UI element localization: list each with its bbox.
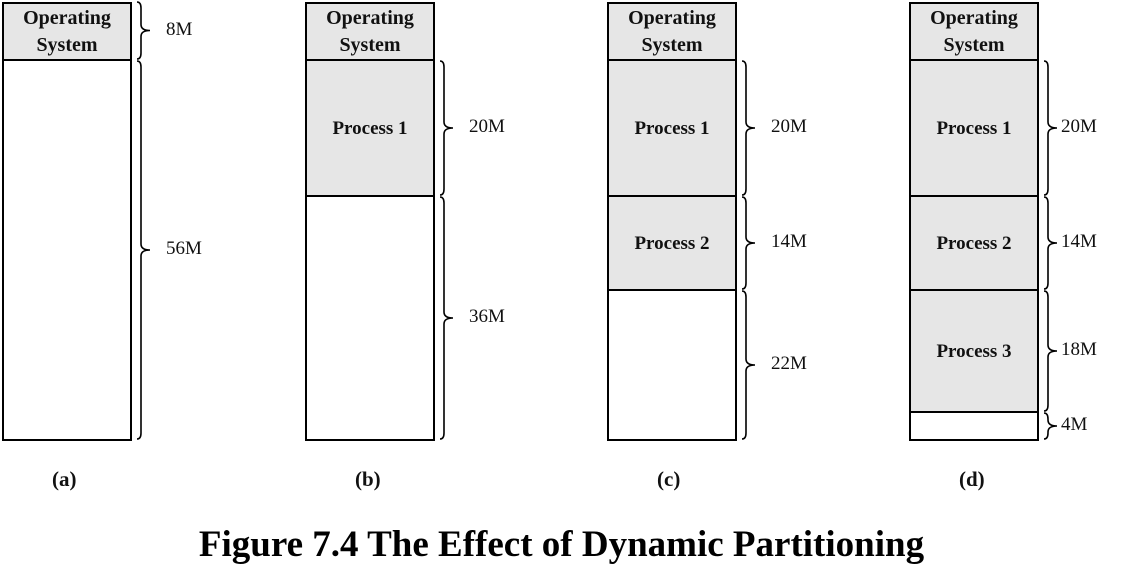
size-label: 14M bbox=[1061, 231, 1097, 252]
size-brace bbox=[1043, 290, 1058, 412]
size-label: 20M bbox=[771, 116, 807, 137]
panel-label: (c) bbox=[657, 467, 681, 491]
figure-title: Figure 7.4 The Effect of Dynamic Partiti… bbox=[198, 524, 925, 565]
size-brace bbox=[1043, 60, 1058, 196]
free-memory-segment bbox=[607, 289, 737, 441]
size-label: 4M bbox=[1061, 414, 1088, 435]
size-label: 14M bbox=[771, 231, 807, 252]
size-brace bbox=[741, 290, 756, 440]
size-label: 18M bbox=[1061, 339, 1097, 360]
process-segment: Process 2 bbox=[607, 195, 737, 291]
panel-label: (b) bbox=[355, 467, 381, 491]
process-segment: Process 1 bbox=[607, 59, 737, 197]
free-memory-segment bbox=[305, 195, 435, 441]
free-memory-segment bbox=[2, 59, 132, 441]
size-label: 20M bbox=[1061, 116, 1097, 137]
size-brace bbox=[741, 60, 756, 196]
size-label: 36M bbox=[469, 306, 505, 327]
panel-label: (d) bbox=[959, 467, 985, 491]
free-memory-segment bbox=[909, 411, 1039, 441]
size-label: 8M bbox=[166, 18, 193, 40]
process-segment: Process 1 bbox=[909, 59, 1039, 197]
size-brace bbox=[439, 60, 454, 196]
process-segment: Process 1 bbox=[305, 59, 435, 197]
size-brace bbox=[741, 196, 756, 290]
process-segment: Process 3 bbox=[909, 289, 1039, 413]
size-label: 56M bbox=[166, 238, 202, 259]
size-brace bbox=[1043, 196, 1058, 290]
size-brace bbox=[439, 196, 454, 440]
size-brace bbox=[1043, 412, 1058, 440]
size-brace bbox=[136, 60, 151, 440]
size-brace bbox=[136, 1, 151, 60]
panel-label: (a) bbox=[52, 467, 77, 491]
size-label: 20M bbox=[469, 116, 505, 137]
size-label: 22M bbox=[771, 353, 807, 374]
process-segment: Process 2 bbox=[909, 195, 1039, 291]
